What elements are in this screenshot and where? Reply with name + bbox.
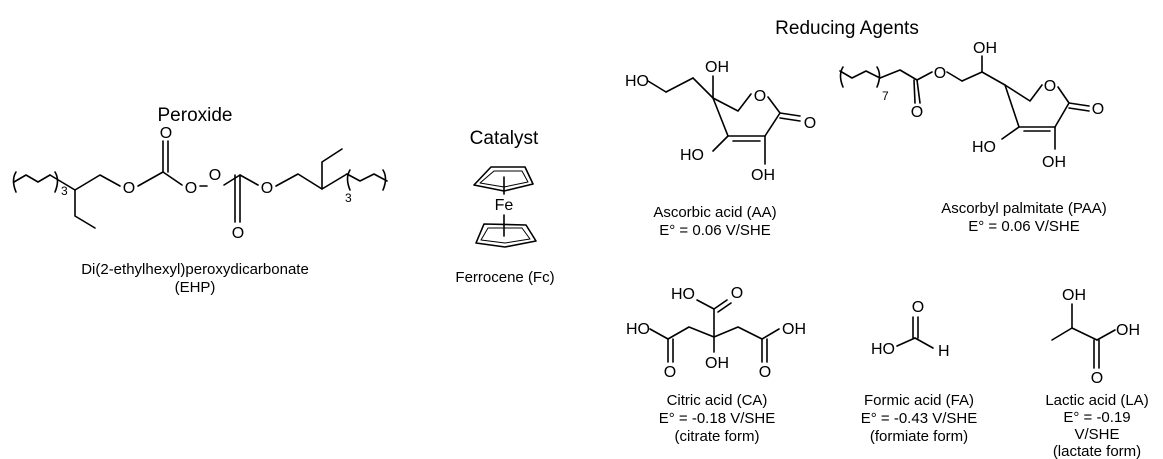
aa-hydroxyl-top: OH [705, 59, 729, 76]
lactic-acid-form: (lactate form) [1053, 443, 1141, 459]
aa-enol-hydroxyl-right: OH [751, 167, 775, 184]
paa-hydroxyl-top: OH [973, 40, 997, 57]
ehp-peroxy-oxygen-2: O [209, 167, 221, 184]
lactic-acid-potential-value: E° = -0.19 [1063, 409, 1130, 426]
ehp-structure: 3 3 O O O O O O [12, 125, 388, 242]
ca-hydroxyl-right: OH [782, 321, 806, 338]
ca-carbonyl-left: O [664, 364, 676, 381]
citric-acid-structure: HO HO O O OH O OH [626, 285, 806, 381]
ehp-carbonyl-oxygen-1: O [160, 125, 172, 142]
ehp-left-repeat-count: 3 [61, 184, 68, 198]
formic-acid-form: (formiate form) [870, 428, 968, 445]
paa-carbonyl-oxygen: O [1092, 101, 1104, 118]
formic-acid-potential: E° = -0.43 V/SHE [861, 410, 977, 427]
aa-ring-oxygen: O [754, 88, 766, 105]
ferrocene-structure: Fe [473, 166, 537, 248]
reducing-agents-heading: Reducing Agents [775, 18, 919, 39]
ehp-right-repeat-count: 3 [345, 191, 352, 205]
ascorbyl-palmitate-potential: E° = 0.06 V/SHE [968, 218, 1079, 235]
ehp-peroxy-oxygen-1: O [185, 180, 197, 197]
catalyst-heading: Catalyst [470, 128, 539, 149]
ascorbic-acid-structure: OH HO O O HO OH [625, 59, 816, 184]
ascorbic-acid-name: Ascorbic acid (AA) [653, 204, 776, 221]
ascorbyl-palmitate-structure: 7 O O OH O O HO OH [839, 40, 1104, 171]
ferrocene-name: Ferrocene (Fc) [455, 269, 554, 286]
la-carbonyl-oxygen: O [1091, 370, 1103, 387]
la-hydroxyl-right: OH [1116, 322, 1140, 339]
ascorbyl-palmitate-name: Ascorbyl palmitate (PAA) [941, 200, 1107, 217]
citric-acid-potential: E° = -0.18 V/SHE [659, 410, 775, 427]
ca-hydroxyl-center: OH [705, 355, 729, 372]
paa-repeat-count: 7 [882, 89, 889, 103]
citric-acid-name: Citric acid (CA) [667, 392, 768, 409]
ehp-ether-oxygen-2: O [261, 180, 273, 197]
lactic-acid-structure: OH OH O [1051, 287, 1140, 387]
lactic-acid-name: Lactic acid (LA) [1045, 392, 1148, 409]
fa-hydroxyl: HO [871, 341, 895, 358]
fa-carbonyl-oxygen: O [912, 299, 924, 316]
ascorbic-acid-potential: E° = 0.06 V/SHE [659, 222, 770, 239]
ehp-abbreviation: (EHP) [175, 279, 216, 296]
aa-hydroxyl-left: HO [625, 73, 649, 90]
ca-hydroxyl-left: HO [626, 321, 650, 338]
formic-acid-structure: O HO H [871, 299, 950, 360]
aa-enol-hydroxyl-left: HO [680, 147, 704, 164]
lactic-acid-potential-unit: V/SHE [1074, 426, 1119, 443]
citric-acid-form: (citrate form) [674, 428, 759, 445]
aa-carbonyl-oxygen: O [804, 115, 816, 132]
ehp-name: Di(2-ethylhexyl)peroxydicarbonate [81, 261, 309, 278]
paa-enol-hydroxyl-left: HO [972, 139, 996, 156]
paa-ring-oxygen: O [1044, 78, 1056, 95]
fa-hydrogen: H [938, 343, 950, 360]
iron-atom: Fe [495, 197, 514, 214]
paa-ester-oxygen: O [934, 65, 946, 82]
ca-hydroxyl-top: HO [671, 286, 695, 303]
ehp-carbonyl-oxygen-2: O [232, 225, 244, 242]
formic-acid-name: Formic acid (FA) [864, 392, 974, 409]
peroxide-heading: Peroxide [158, 105, 233, 126]
paa-enol-hydroxyl-right: OH [1042, 154, 1066, 171]
ca-carbonyl-top: O [731, 285, 743, 302]
ehp-ether-oxygen-1: O [123, 180, 135, 197]
la-hydroxyl-top: OH [1062, 287, 1086, 304]
ca-carbonyl-right: O [759, 364, 771, 381]
paa-ester-carbonyl-oxygen: O [911, 104, 923, 121]
